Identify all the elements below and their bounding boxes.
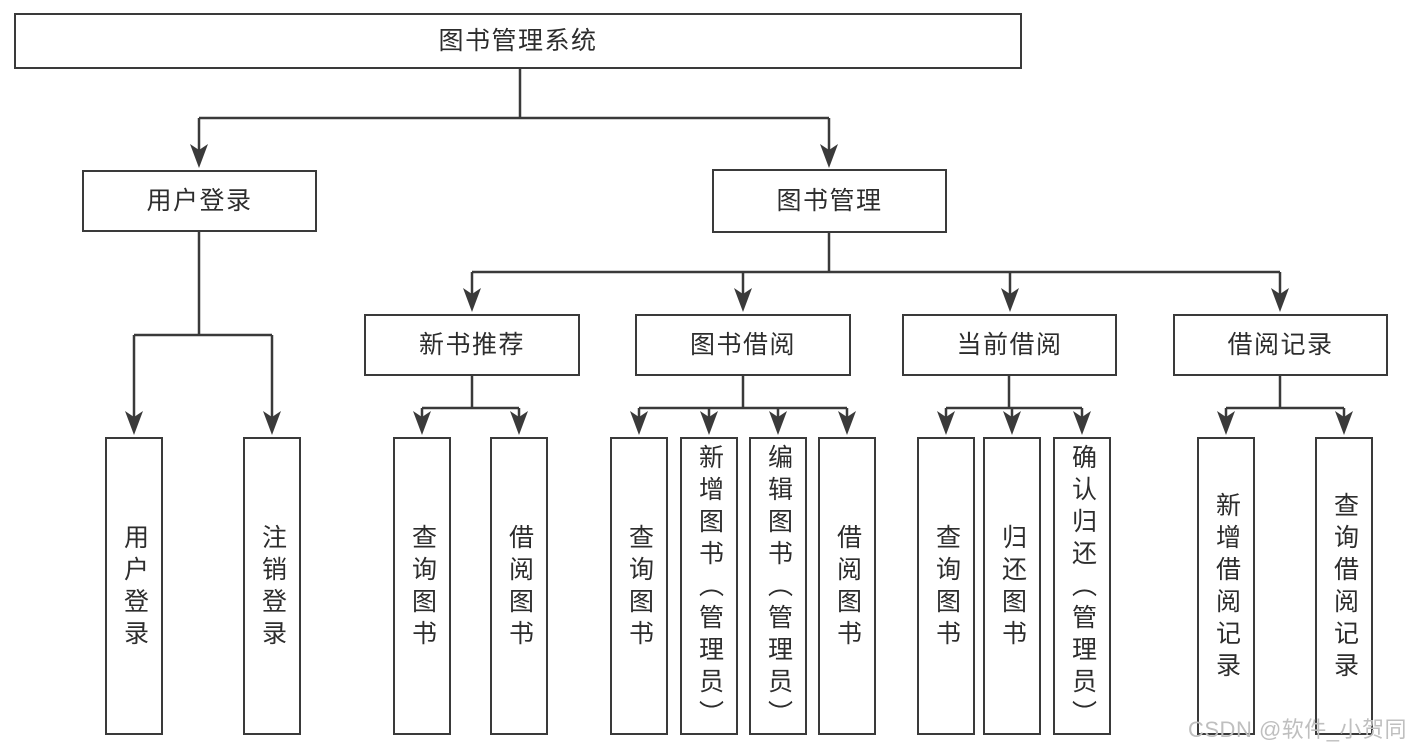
node-borrow-records: 借阅记录 bbox=[1173, 314, 1388, 376]
leaf-add-borrow-record: 新增借阅记录 bbox=[1197, 437, 1255, 735]
arrowheads bbox=[125, 144, 1353, 435]
node-book-management-system: 图书管理系统 bbox=[14, 13, 1022, 69]
arrowhead-icon bbox=[1003, 411, 1021, 435]
connector-borrow-records-group bbox=[1224, 376, 1346, 419]
arrowhead-icon bbox=[700, 411, 718, 435]
leaf-borrow-books: 借阅图书 bbox=[818, 437, 876, 735]
arrowhead-icon bbox=[1001, 288, 1019, 312]
arrowhead-icon bbox=[510, 411, 528, 435]
connector-book-management-to-level3 bbox=[470, 233, 1282, 297]
arrowhead-icon bbox=[734, 288, 752, 312]
node-book-borrow: 图书借阅 bbox=[635, 314, 851, 376]
leaf-user-login: 用户登录 bbox=[105, 437, 163, 735]
arrowhead-icon bbox=[1073, 411, 1091, 435]
leaf-add-book-admin: 新增图书（管理员） bbox=[680, 437, 738, 735]
arrowhead-icon bbox=[1335, 411, 1353, 435]
leaf-edit-book-admin: 编辑图书（管理员） bbox=[749, 437, 807, 735]
arrowhead-icon bbox=[190, 144, 208, 168]
node-user-login: 用户登录 bbox=[82, 170, 317, 232]
connector-book-borrow-group bbox=[637, 376, 849, 419]
leaf-borrow-books-recommend: 借阅图书 bbox=[490, 437, 548, 735]
arrowhead-icon bbox=[838, 411, 856, 435]
arrowhead-icon bbox=[820, 144, 838, 168]
arrowhead-icon bbox=[263, 411, 281, 435]
arrowhead-icon bbox=[769, 411, 787, 435]
arrowhead-icon bbox=[463, 288, 481, 312]
leaf-query-books-recommend: 查询图书 bbox=[393, 437, 451, 735]
leaf-query-books-current: 查询图书 bbox=[917, 437, 975, 735]
connector-current-borrow-group bbox=[944, 376, 1084, 419]
node-new-book-recommend: 新书推荐 bbox=[364, 314, 580, 376]
connector-root-to-level2 bbox=[197, 69, 831, 152]
leaf-query-borrow-record: 查询借阅记录 bbox=[1315, 437, 1373, 735]
node-book-management: 图书管理 bbox=[712, 169, 947, 233]
connector-lines bbox=[132, 69, 1346, 419]
leaf-confirm-return-admin: 确认归还（管理员） bbox=[1053, 437, 1111, 735]
arrowhead-icon bbox=[1217, 411, 1235, 435]
leaf-query-books-borrow: 查询图书 bbox=[610, 437, 668, 735]
arrowhead-icon bbox=[125, 411, 143, 435]
watermark-text: CSDN @软件_小贺同学 bbox=[1188, 717, 1405, 742]
node-current-borrow: 当前借阅 bbox=[902, 314, 1117, 376]
connector-new-book-group bbox=[420, 376, 521, 419]
connector-user-login-group bbox=[132, 232, 274, 419]
leaf-return-book: 归还图书 bbox=[983, 437, 1041, 735]
arrowhead-icon bbox=[413, 411, 431, 435]
arrowhead-icon bbox=[630, 411, 648, 435]
arrowhead-icon bbox=[1271, 288, 1289, 312]
leaf-logout: 注销登录 bbox=[243, 437, 301, 735]
arrowhead-icon bbox=[937, 411, 955, 435]
